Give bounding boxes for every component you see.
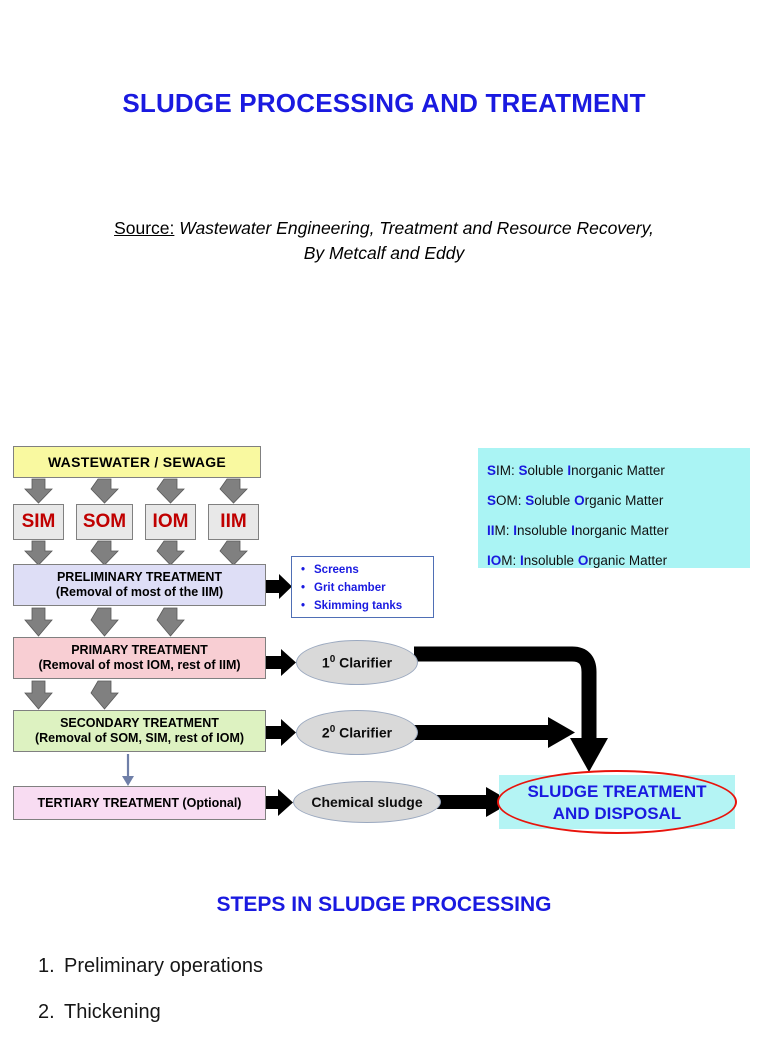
oval-label: Chemical sludge — [311, 794, 423, 810]
unit-label: Skimming tanks — [314, 599, 403, 612]
component-label: IIM — [220, 510, 247, 532]
gray-arrows-to-primary — [24, 607, 185, 637]
legend-abbr-rest: M: — [501, 552, 521, 568]
abbreviation-legend: SIM: Soluble Inorganic Matter SOM: Solub… — [478, 448, 750, 568]
step-number: 1. — [38, 955, 55, 977]
gray-arrows-to-secondary — [24, 680, 119, 710]
legend-abbr-initial: S — [487, 463, 497, 478]
legend-word1-initial: S — [525, 492, 535, 508]
list-item: 2. Thickening — [38, 1001, 538, 1024]
stage-box-secondary-treatment[interactable]: SECONDARY TREATMENT (Removal of SOM, SIM… — [13, 710, 266, 752]
stage-box-primary-treatment[interactable]: PRIMARY TREATMENT (Removal of most IOM, … — [13, 637, 266, 679]
thin-arrow-to-tertiary — [122, 754, 134, 786]
oval-chemical-sludge[interactable]: Chemical sludge — [293, 781, 441, 823]
legend-row: SOM: Soluble Organic Matter — [487, 486, 750, 516]
legend-word1-rest: oluble — [534, 492, 575, 508]
component-box-sim[interactable]: SIM — [13, 504, 64, 540]
stage-title: TERTIARY TREATMENT (Optional) — [37, 795, 242, 810]
black-arrow-clarifier2-to-sludge — [414, 717, 575, 748]
component-label: IOM — [152, 510, 189, 532]
page-title: SLUDGE PROCESSING AND TREATMENT — [122, 88, 646, 118]
gray-arrows-to-preliminary — [24, 540, 248, 566]
list-item: 1. Preliminary operations — [38, 955, 538, 978]
legend-abbr-rest: IM: — [496, 463, 519, 478]
stage-subtitle: (Removal of most of the IIM) — [55, 585, 224, 599]
step-label: Thickening — [64, 1001, 161, 1023]
source-label: Source: — [114, 218, 175, 238]
legend-abbr-rest: M: — [494, 522, 514, 538]
legend-row: IOM: Insoluble Organic Matter — [487, 546, 750, 576]
sludge-treatment-outline — [497, 770, 737, 834]
black-elbow-arrow-clarifier1-to-sludge — [414, 646, 608, 772]
list-item: • Skimming tanks — [301, 598, 433, 616]
legend-row: SIM: Soluble Inorganic Matter — [487, 456, 750, 486]
bullet-icon: • — [301, 581, 306, 594]
black-arrow-tertiary-to-chemical-sludge — [266, 789, 293, 816]
component-box-som[interactable]: SOM — [76, 504, 133, 540]
stage-title: PRIMARY TREATMENT — [71, 643, 208, 657]
list-item: • Screens — [301, 562, 433, 580]
legend-abbr-initial: IO — [487, 552, 502, 568]
oval-primary-clarifier[interactable]: 10 Clarifier — [296, 640, 418, 685]
stage-subtitle: (Removal of SOM, SIM, rest of IOM) — [34, 731, 245, 745]
unit-label: Screens — [314, 564, 359, 576]
oval-label: 10 Clarifier — [321, 654, 393, 671]
legend-word1-initial: I — [520, 552, 524, 568]
legend-abbr-rest: OM: — [496, 492, 526, 508]
wastewater-label: WASTEWATER / SEWAGE — [47, 453, 227, 470]
black-arrow-secondary-to-clarifier2 — [266, 719, 296, 746]
legend-word1-initial: S — [518, 463, 528, 478]
legend-abbr-initial: S — [487, 492, 497, 508]
component-box-iom[interactable]: IOM — [145, 504, 196, 540]
legend-word1-rest: oluble — [527, 463, 568, 478]
legend-word2-rest: norganic Matter — [574, 522, 669, 538]
legend-word1-rest: nsoluble — [517, 522, 572, 538]
legend-word2-rest: rganic Matter — [588, 552, 668, 568]
component-label: SOM — [82, 510, 127, 532]
source-title: Wastewater Engineering, Treatment and Re… — [179, 218, 654, 238]
component-label: SIM — [21, 510, 56, 532]
oval-label: 20 Clarifier — [321, 724, 393, 741]
steps-list: 1. Preliminary operations 2. Thickening — [38, 955, 538, 1047]
step-label: Preliminary operations — [64, 955, 263, 977]
stage-title: SECONDARY TREATMENT — [60, 716, 219, 730]
bullet-icon: • — [301, 564, 306, 576]
sludge-treatment-target[interactable]: SLUDGE TREATMENT AND DISPOSAL — [499, 780, 735, 826]
legend-word1-initial: I — [513, 522, 518, 538]
bullet-icon: • — [301, 599, 306, 612]
legend-word2-rest: norganic Matter — [571, 463, 665, 478]
black-arrow-preliminary-to-units — [266, 574, 292, 599]
stage-box-tertiary-treatment[interactable]: TERTIARY TREATMENT (Optional) — [13, 786, 266, 820]
source-authors: By Metcalf and Eddy — [303, 242, 465, 263]
legend-word2-rest: rganic Matter — [584, 492, 664, 508]
preliminary-units-box: • Screens • Grit chamber • Skimming tank… — [291, 556, 434, 618]
unit-label: Grit chamber — [314, 581, 386, 594]
black-arrow-primary-to-clarifier1 — [266, 649, 296, 676]
oval-secondary-clarifier[interactable]: 20 Clarifier — [296, 710, 418, 755]
list-item: • Grit chamber — [301, 580, 433, 598]
stage-title: PRELIMINARY TREATMENT — [56, 570, 223, 584]
legend-word2-initial: I — [571, 522, 575, 538]
step-number: 2. — [38, 1001, 55, 1023]
legend-word2-initial: I — [567, 463, 572, 478]
legend-word2-initial: O — [577, 552, 589, 568]
sludge-target-line2: AND DISPOSAL — [552, 804, 682, 823]
gray-arrows-to-components — [24, 478, 248, 504]
legend-word2-initial: O — [574, 492, 585, 508]
component-box-iim[interactable]: IIM — [208, 504, 259, 540]
sludge-process-flow-diagram: WASTEWATER / SEWAGE SIM SOM IOM IIM PREL… — [13, 446, 750, 834]
source-citation: Source: Wastewater Engineering, Treatmen… — [0, 216, 768, 266]
legend-word1-rest: nsoluble — [523, 552, 578, 568]
sludge-target-line1: SLUDGE TREATMENT — [527, 781, 707, 801]
steps-heading: STEPS IN SLUDGE PROCESSING — [216, 893, 552, 916]
wastewater-box[interactable]: WASTEWATER / SEWAGE — [13, 446, 261, 478]
stage-subtitle: (Removal of most IOM, rest of IIM) — [38, 658, 241, 672]
legend-row: IIM: Insoluble Inorganic Matter — [487, 516, 750, 546]
legend-abbr-initial: II — [487, 522, 495, 538]
stage-box-preliminary-treatment[interactable]: PRELIMINARY TREATMENT (Removal of most o… — [13, 564, 266, 606]
